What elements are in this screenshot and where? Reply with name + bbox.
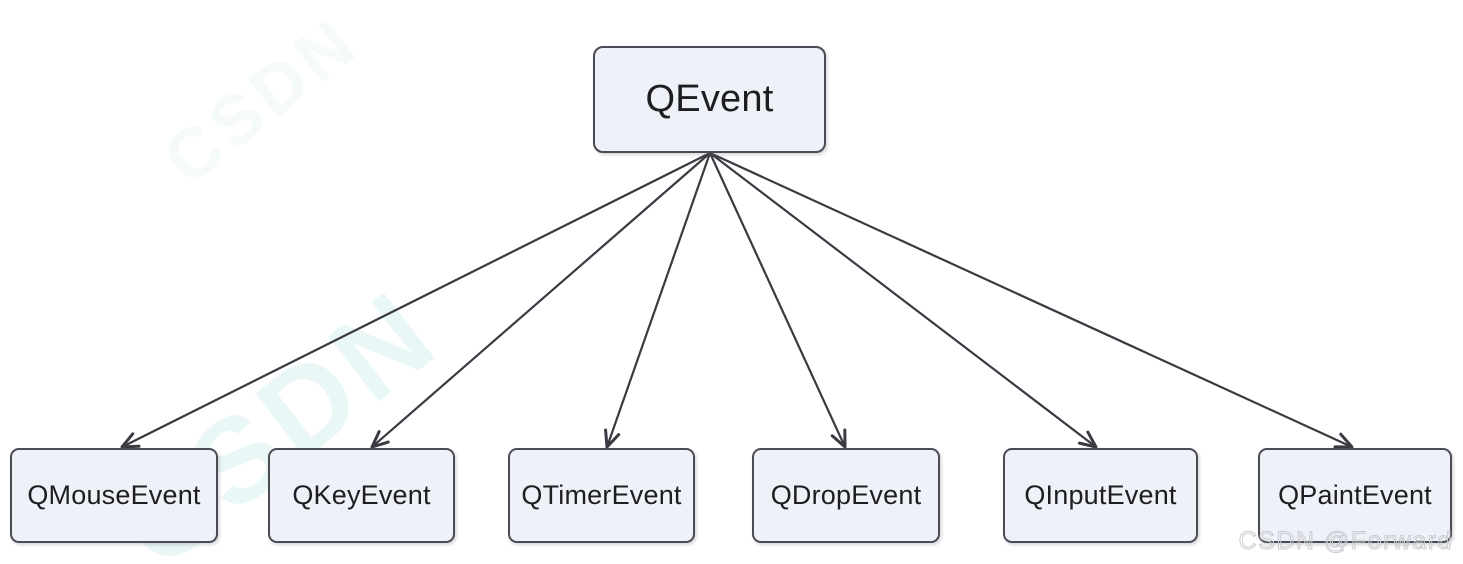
node-qkeyevent-label: QKeyEvent bbox=[292, 480, 431, 510]
node-qkeyevent[interactable]: QKeyEvent bbox=[268, 448, 455, 543]
node-qtimerevent-label: QTimerEvent bbox=[521, 480, 682, 510]
edge-qevent-to-qmouseevent bbox=[120, 151, 712, 449]
node-qdropevent-label: QDropEvent bbox=[770, 480, 922, 510]
arrowhead-qkeyevent bbox=[370, 430, 390, 449]
edge-qevent-to-qinputevent bbox=[708, 151, 1098, 449]
watermark-diagonal-secondary: CSDN bbox=[149, 0, 373, 200]
node-qmouseevent[interactable]: QMouseEvent bbox=[10, 448, 218, 543]
arrowhead-qpaintevent bbox=[1333, 432, 1354, 449]
arrowhead-qmouseevent bbox=[120, 432, 141, 449]
node-qmouseevent-label: QMouseEvent bbox=[27, 480, 201, 510]
node-qpaintevent-label: QPaintEvent bbox=[1278, 480, 1432, 510]
node-qevent[interactable]: QEvent bbox=[593, 46, 826, 153]
node-qinputevent[interactable]: QInputEvent bbox=[1003, 448, 1198, 543]
edge-qevent-to-qdropevent bbox=[708, 151, 847, 449]
arrowhead-qdropevent bbox=[830, 428, 847, 449]
edge-qevent-to-qkeyevent bbox=[370, 151, 712, 449]
arrowhead-qinputevent bbox=[1077, 430, 1098, 449]
node-qinputevent-label: QInputEvent bbox=[1024, 480, 1177, 510]
node-qpaintevent[interactable]: QPaintEvent bbox=[1258, 448, 1452, 543]
node-qdropevent[interactable]: QDropEvent bbox=[752, 448, 940, 543]
edge-qevent-to-qpaintevent bbox=[708, 151, 1354, 449]
edge-qevent-to-qtimerevent bbox=[604, 151, 712, 449]
node-qevent-label: QEvent bbox=[645, 78, 774, 120]
node-qtimerevent[interactable]: QTimerEvent bbox=[508, 448, 695, 543]
arrowhead-qtimerevent bbox=[604, 428, 621, 449]
